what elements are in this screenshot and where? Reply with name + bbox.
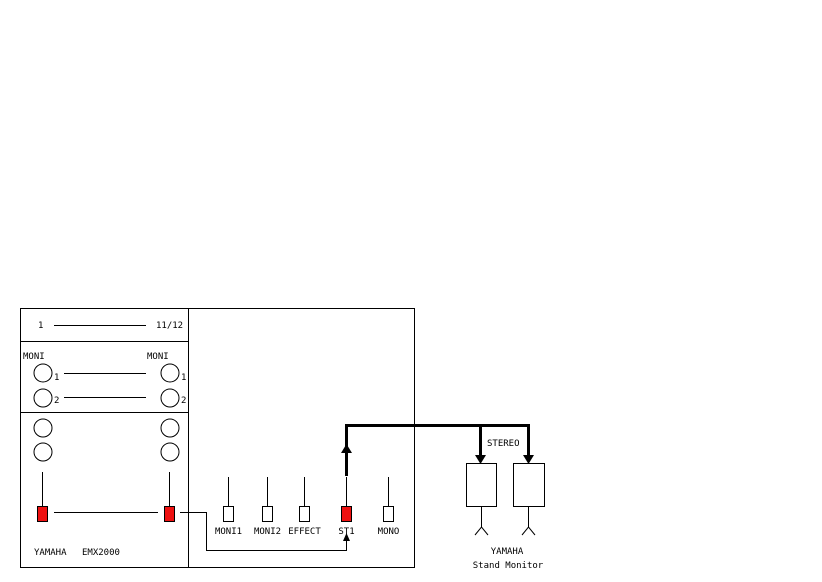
fader-knob-effect[interactable] (299, 506, 310, 522)
speaker-right-arrow (523, 455, 534, 464)
channel1-moni1-knob[interactable] (33, 363, 53, 383)
mixer-brand: YAMAHA (34, 548, 67, 558)
channel1-knob-a[interactable] (33, 418, 53, 438)
fader-label-mono: MONO (378, 527, 400, 537)
channel12-moni1-knob[interactable] (160, 363, 180, 383)
speaker-brand: YAMAHA (491, 547, 524, 557)
master-fader-section: MONI1 MONI2 EFFECT ST1 MONO (215, 477, 399, 537)
channel1-knob-b[interactable] (33, 442, 53, 462)
mixer-model: EMX2000 (82, 548, 120, 558)
knob-1-label-left: 1 (54, 373, 59, 383)
moni-left-label: MONI (23, 352, 45, 362)
fader-knob-st1[interactable] (341, 506, 352, 522)
st1-output-arrow (341, 444, 352, 453)
fader-label-st1: ST1 (338, 527, 354, 537)
knob-1-label-right: 1 (181, 373, 186, 383)
speaker-left-arrow (475, 455, 486, 464)
channel12-knob-b[interactable] (160, 442, 180, 462)
mixer-body (20, 308, 415, 568)
channel-last-label: 11/12 (156, 321, 183, 331)
speaker-left-stand-legs (474, 526, 489, 536)
channel12-fader-knob[interactable] (164, 506, 175, 522)
fader-label-moni2: MONI2 (254, 527, 281, 537)
st1-input-arrow (343, 533, 350, 541)
bus-line-to-st1 (180, 512, 347, 551)
knob-2-label-right: 2 (181, 396, 186, 406)
channel-first-label: 1 (38, 321, 43, 331)
channel1-moni2-knob[interactable] (33, 388, 53, 408)
fader-label-moni1: MONI1 (215, 527, 242, 537)
fader-knob-moni1[interactable] (223, 506, 234, 522)
speaker-left-cabinet (466, 463, 497, 507)
stereo-out-line (345, 424, 530, 476)
channel12-knob-a[interactable] (160, 418, 180, 438)
channel12-moni2-knob[interactable] (160, 388, 180, 408)
knob-2-label-left: 2 (54, 396, 59, 406)
fader-knob-mono[interactable] (383, 506, 394, 522)
fader-knob-moni2[interactable] (262, 506, 273, 522)
moni-right-label: MONI (147, 352, 169, 362)
stereo-bus-label: STEREO (487, 439, 520, 449)
channel1-fader-knob[interactable] (37, 506, 48, 522)
speaker-model: Stand Monitor (473, 561, 544, 571)
speaker-right-stand-legs (521, 526, 536, 536)
fader-label-effect: EFFECT (288, 527, 321, 537)
speaker-right-cabinet (513, 463, 545, 507)
